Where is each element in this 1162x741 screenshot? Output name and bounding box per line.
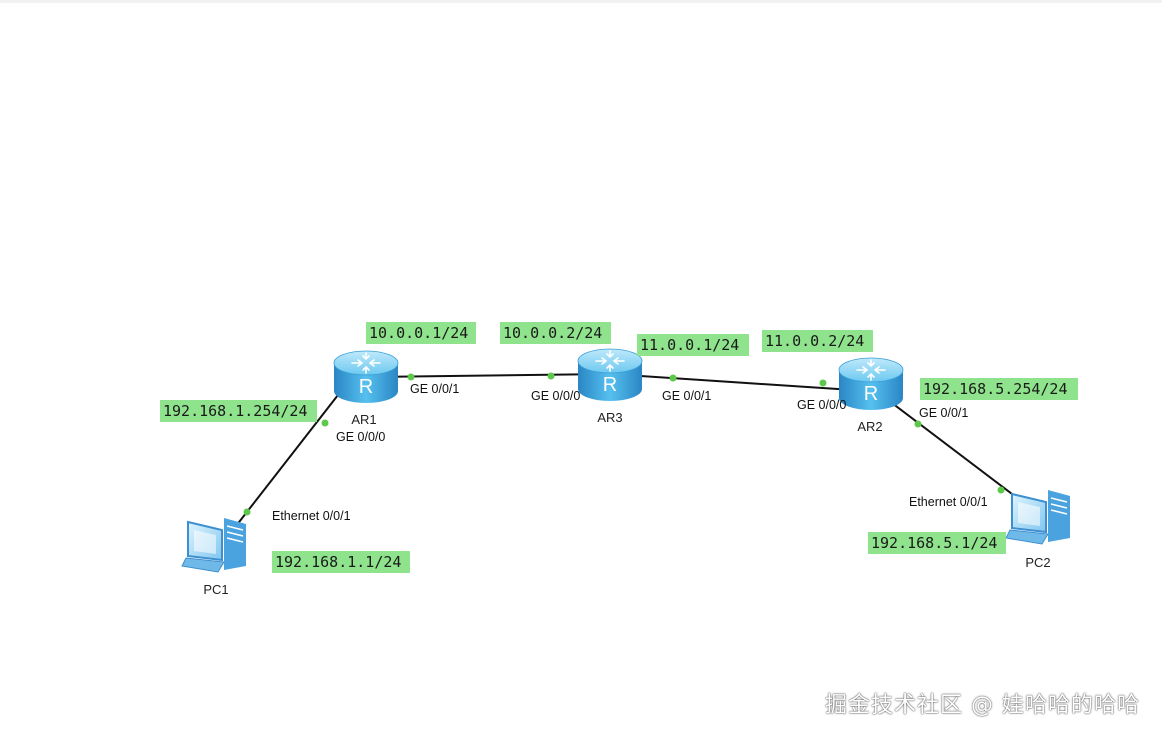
ip-label-pc1: 192.168.1.1/24 <box>272 551 410 573</box>
ip-label-ar2-ge001: 192.168.5.254/24 <box>920 378 1078 400</box>
router-icon <box>333 350 399 404</box>
port-dot-pc1-eth <box>243 508 251 516</box>
svg-text:192.168.5.254/24: 192.168.5.254/24 <box>923 380 1068 398</box>
watermark: 掘金技术社区 @ 娃哈哈的哈哈 <box>825 693 1140 718</box>
port-dot-ar3-ge000 <box>547 372 555 380</box>
svg-text:10.0.0.1/24: 10.0.0.1/24 <box>369 324 468 342</box>
port-label-pc1-eth: Ethernet 0/0/1 <box>272 509 351 523</box>
ip-label-pc2: 192.168.5.1/24 <box>868 532 1006 554</box>
port-labels: GE 0/0/1 GE 0/0/0 GE 0/0/0 GE 0/0/1 GE 0… <box>272 382 988 523</box>
link-ar2-pc2[interactable] <box>887 399 1021 501</box>
router-icon <box>838 357 904 411</box>
router-ar1[interactable]: AR1 <box>333 350 399 427</box>
link-ar3-ar2[interactable] <box>609 373 869 392</box>
port-label-ar2-ge001: GE 0/0/1 <box>919 406 968 420</box>
port-label-ar1-ge000: GE 0/0/0 <box>336 430 385 444</box>
ip-label-ar1-ge000: 192.168.1.254/24 <box>160 400 317 422</box>
port-label-ar3-ge000: GE 0/0/0 <box>531 389 580 403</box>
ip-label-ar3-ge000: 10.0.0.2/24 <box>500 322 611 344</box>
ip-labels: 10.0.0.1/24 10.0.0.2/24 11.0.0.1/24 11.0… <box>160 322 1078 573</box>
svg-text:11.0.0.1/24: 11.0.0.1/24 <box>640 336 739 354</box>
router-ar2[interactable]: AR2 <box>838 357 904 434</box>
router-icon <box>577 348 643 402</box>
port-dot-ar3-ge001 <box>669 374 677 382</box>
port-label-ar1-ge001: GE 0/0/1 <box>410 382 459 396</box>
svg-text:11.0.0.2/24: 11.0.0.2/24 <box>765 332 864 350</box>
port-dot-ar2-ge000 <box>819 379 827 387</box>
svg-text:192.168.1.1/24: 192.168.1.1/24 <box>275 553 401 571</box>
svg-text:10.0.0.2/24: 10.0.0.2/24 <box>503 324 602 342</box>
svg-text:192.168.1.254/24: 192.168.1.254/24 <box>163 402 308 420</box>
port-label-ar3-ge001: GE 0/0/1 <box>662 389 711 403</box>
port-label-pc2-eth: Ethernet 0/0/1 <box>909 495 988 509</box>
ip-label-ar1-ge001: 10.0.0.1/24 <box>366 322 476 344</box>
device-label-ar1: AR1 <box>351 412 376 427</box>
device-label-ar3: AR3 <box>597 410 622 425</box>
pc-pc2[interactable]: PC2 <box>1005 489 1071 570</box>
ip-label-ar2-ge000: 11.0.0.2/24 <box>762 330 873 352</box>
port-label-ar2-ge000: GE 0/0/0 <box>797 398 846 412</box>
top-border <box>0 0 1162 3</box>
svg-text:192.168.5.1/24: 192.168.5.1/24 <box>871 534 997 552</box>
pc-icon <box>181 517 247 573</box>
link-ar1-ar3[interactable] <box>367 373 611 378</box>
device-label-ar2: AR2 <box>857 419 882 434</box>
device-label-pc1: PC1 <box>203 582 228 597</box>
port-dots <box>243 372 1005 516</box>
pc-icon <box>1005 489 1071 545</box>
link-ar1-pc1[interactable] <box>235 394 339 527</box>
port-dot-ar1-ge000 <box>321 419 329 427</box>
router-ar3[interactable]: AR3 <box>577 348 643 425</box>
port-dot-pc2-eth <box>997 486 1005 494</box>
port-dot-ar2-ge001 <box>914 420 922 428</box>
port-dot-ar1-ge001 <box>407 373 415 381</box>
ip-label-ar3-ge001: 11.0.0.1/24 <box>637 334 749 356</box>
device-label-pc2: PC2 <box>1025 555 1050 570</box>
pc-pc1[interactable]: PC1 <box>181 517 247 597</box>
